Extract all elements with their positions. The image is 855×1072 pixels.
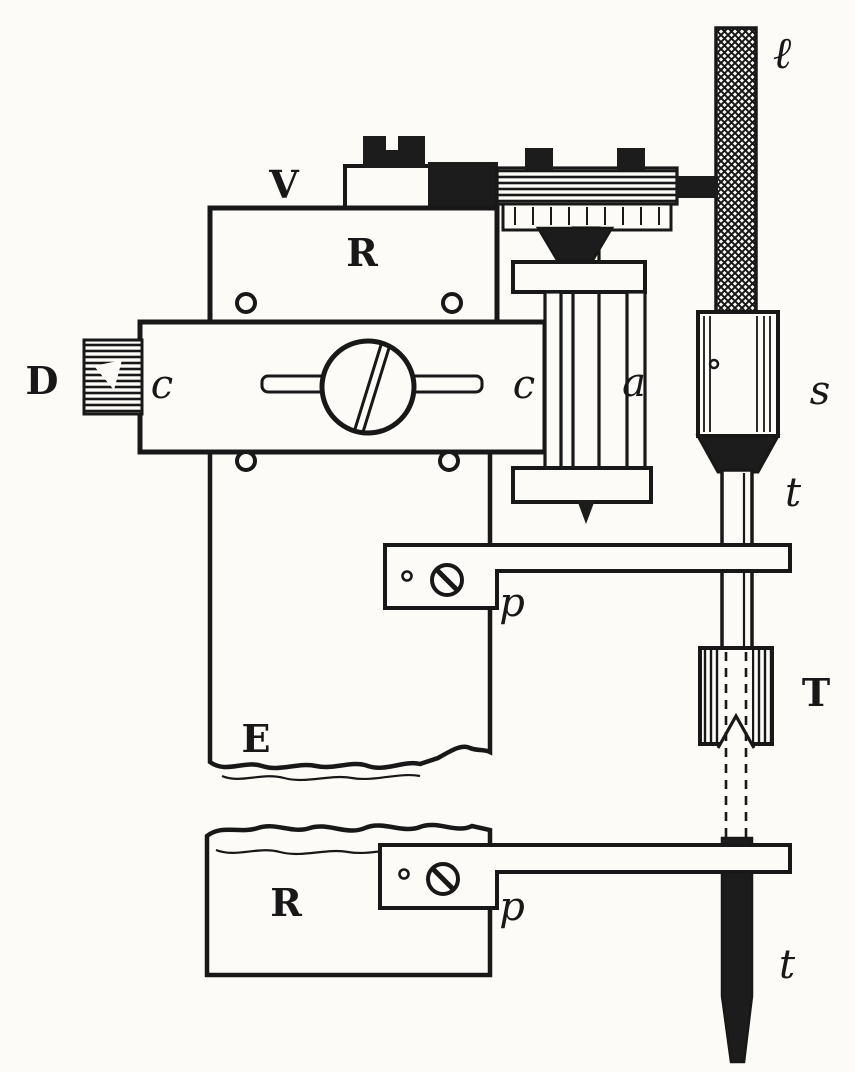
hole-bottom-left bbox=[235, 450, 257, 472]
label-p-upper: p bbox=[499, 580, 525, 626]
label-s: s bbox=[810, 368, 831, 414]
lower-arm-screw-slot bbox=[431, 867, 455, 891]
bolt-left bbox=[525, 148, 553, 170]
platform-plate bbox=[495, 166, 679, 206]
spindle-tip bbox=[577, 500, 595, 524]
support-bracket bbox=[343, 164, 434, 212]
sleeve-shading bbox=[703, 316, 771, 432]
label-r-upper: R bbox=[346, 230, 378, 275]
sleeve-hole bbox=[708, 358, 720, 370]
coupling-notch bbox=[716, 712, 756, 749]
label-e: E bbox=[242, 716, 271, 761]
label-t-upper: t bbox=[785, 470, 802, 516]
hole-top-left bbox=[235, 292, 257, 314]
cone-pulley bbox=[535, 226, 615, 262]
label-r-lower: R bbox=[270, 880, 302, 925]
label-c-left: c bbox=[151, 362, 173, 408]
thumbscrew-slot bbox=[353, 344, 391, 433]
top-bolt-notch bbox=[386, 136, 398, 150]
e-bracket-body bbox=[207, 449, 493, 771]
label-a: a bbox=[622, 360, 646, 406]
knurled-rod bbox=[714, 26, 758, 316]
label-d: D bbox=[26, 358, 59, 403]
label-l: ℓ bbox=[773, 28, 792, 79]
label-t-lower: t bbox=[779, 942, 796, 988]
label-p-lower: p bbox=[499, 884, 525, 930]
yoke-top-bar bbox=[511, 260, 647, 294]
lower-arm bbox=[378, 843, 792, 910]
yoke-left-bar bbox=[543, 290, 563, 470]
bolt-right bbox=[617, 148, 645, 170]
right-slot-arm bbox=[406, 374, 484, 394]
hole-top-right bbox=[441, 292, 463, 314]
bottom-rod bbox=[720, 836, 754, 1064]
label-t-coupling: T bbox=[802, 670, 830, 715]
yoke-bottom-bar bbox=[511, 466, 653, 504]
sleeve-taper bbox=[695, 434, 781, 474]
label-c-right: c bbox=[513, 362, 535, 408]
connector-rod bbox=[676, 176, 718, 198]
upper-arm-pivot-hole bbox=[401, 570, 413, 582]
end-clamp-highlight bbox=[94, 360, 122, 390]
e-torn-edge-line bbox=[221, 774, 421, 782]
upper-arm bbox=[383, 543, 792, 610]
upper-arm-screw-slot bbox=[435, 568, 459, 592]
hole-bottom-right bbox=[438, 450, 460, 472]
label-v: V bbox=[268, 162, 300, 207]
lower-arm-pivot-hole bbox=[398, 868, 410, 880]
subplate-ticks bbox=[514, 207, 660, 225]
